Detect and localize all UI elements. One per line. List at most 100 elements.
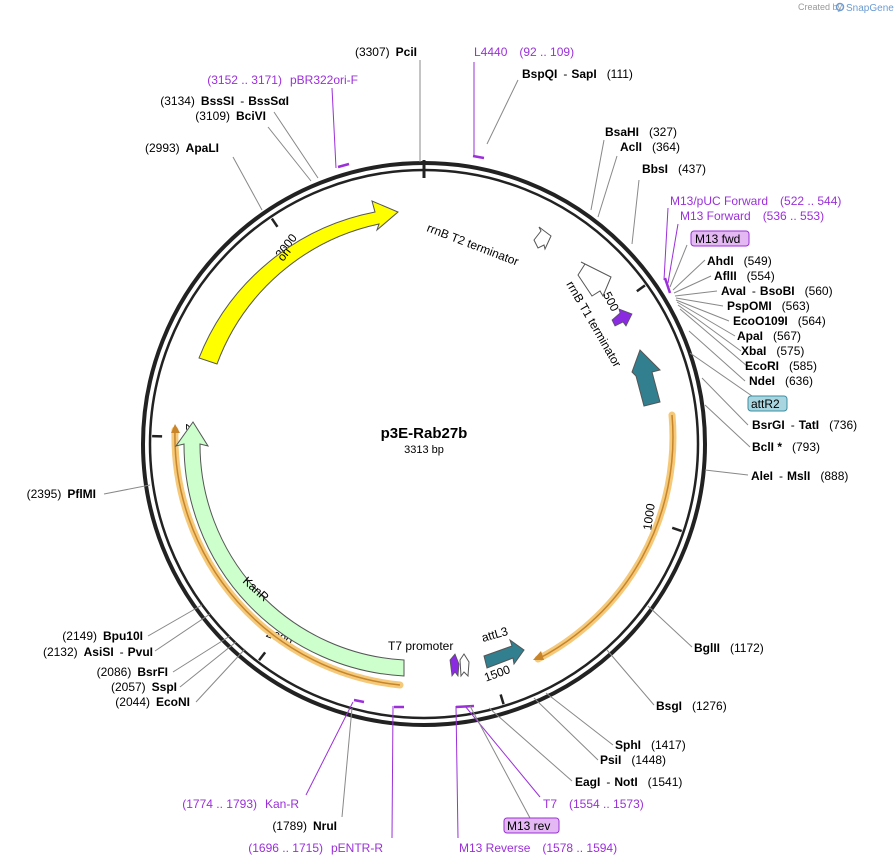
primer-label-t7-primer[interactable]: T7(1554 .. 1573) [543, 797, 644, 811]
feature-rrnb-t2[interactable] [533, 226, 552, 251]
site-label-bsgi[interactable]: BsgI(1276) [656, 699, 727, 713]
leader-eagi [488, 707, 573, 782]
site-label-econi[interactable]: (2044)EcoNI [115, 695, 190, 709]
feature-kanr[interactable] [174, 421, 405, 677]
site-label-bsssi[interactable]: (3134)BssSI-BssSαI [160, 94, 289, 108]
feature-attl3[interactable] [483, 638, 525, 669]
orf-arc-left [174, 429, 401, 686]
leader-m13fwd-box [669, 244, 688, 288]
site-label-asisi[interactable]: (2132)AsiSI-PvuI [43, 645, 153, 659]
site-label-ahdi[interactable]: AhdI(549) [707, 254, 772, 268]
site-label-xbai[interactable]: XbaI(575) [741, 344, 804, 358]
site-label-alei[interactable]: AleI-MslI(888) [751, 469, 848, 483]
leader-bsssi [273, 111, 319, 179]
feature-small-purple-right[interactable] [611, 308, 633, 327]
feature-ori[interactable] [198, 200, 399, 365]
site-label-eco0109i[interactable]: EcoO109I(564) [733, 314, 826, 328]
leader-ecori [679, 308, 748, 367]
primer-label-m13fwd-primer[interactable]: M13 Forward(536 .. 553) [680, 209, 824, 223]
primer-mark-l4440 [472, 154, 485, 160]
site-label-bbsi[interactable]: BbsI(437) [642, 162, 706, 176]
site-label-apai[interactable]: ApaI(567) [737, 329, 801, 343]
site-label-bsrfi[interactable]: (2086)BsrFI [97, 665, 168, 679]
site-label-bsahi[interactable]: BsaHI(327) [605, 125, 677, 139]
boxed-labels: M13 fwd attR2 M13 rev [503, 230, 788, 834]
site-label-bsrgi[interactable]: BsrGI-TatI(736) [752, 418, 857, 432]
feature-rrnb-t2-label: rrnB T2 terminator [425, 221, 521, 269]
tick-mark-2000 [258, 651, 267, 662]
primer-label-m13rev-primer[interactable]: M13 Reverse(1578 .. 1594) [459, 841, 617, 855]
leader-bpu10i [147, 604, 203, 637]
tick-label-1000: 1000 [640, 502, 658, 531]
site-label-psii[interactable]: PsiI(1448) [600, 753, 666, 767]
feature-t7-promoter[interactable] [459, 653, 470, 678]
site-label-ecori[interactable]: EcoRI(585) [745, 359, 817, 373]
site-label-sphi[interactable]: SphI(1417) [615, 738, 686, 752]
m13-rev-box-label: M13 rev [507, 819, 550, 833]
orf-arc-right [537, 414, 674, 660]
feature-attr2[interactable] [631, 349, 661, 407]
site-label-nrui[interactable]: (1789)NruI [272, 819, 337, 833]
site-label-apali[interactable]: (2993)ApaLI [145, 141, 219, 155]
site-label-pcii[interactable]: (3307)PciI [355, 45, 417, 59]
site-labels: (3307)PciI BspQI-SapI(111) BsaHI(327)AclI(… [27, 45, 858, 855]
leader-sspi [179, 641, 237, 688]
primer-mark-m13puc [663, 277, 672, 294]
feature-rrnb-t1[interactable] [577, 261, 612, 298]
site-label-ndei[interactable]: NdeI(636) [749, 374, 813, 388]
site-label-bspqi[interactable]: BspQI-SapI(111) [522, 67, 633, 81]
site-label-acli[interactable]: AclI(364) [620, 140, 680, 154]
leader-apai [676, 301, 736, 337]
m13-fwd-box[interactable] [690, 230, 750, 247]
leader-t7 [464, 705, 541, 798]
leader-econi [195, 648, 246, 703]
leader-asisi [154, 613, 211, 652]
leader-ahdi [672, 259, 706, 291]
leader-bglii [647, 605, 693, 648]
site-label-aflii[interactable]: AflII(554) [714, 269, 775, 283]
leader-pbr322ori [331, 87, 337, 169]
leader-sphi [545, 692, 614, 746]
site-label-eagi[interactable]: EagI-NotI(1541) [575, 775, 682, 789]
leader-avai [674, 290, 718, 297]
leader-aflii [673, 275, 712, 294]
leader-pflmi [103, 484, 151, 495]
leader-ndei [688, 330, 746, 382]
m13-fwd-box-label: M13 fwd [695, 232, 740, 246]
site-label-pspomi[interactable]: PspOMI(563) [727, 299, 810, 313]
leader-bbsi [631, 179, 640, 245]
leader-bspqi [486, 79, 519, 145]
snapgene-logo-icon [835, 2, 845, 12]
leader-m13rev [455, 705, 459, 839]
site-label-avai[interactable]: AvaI-BsoBI(560) [721, 284, 833, 298]
attr2-box[interactable] [747, 395, 788, 412]
feature-attl3-label: attL3 [480, 624, 510, 645]
primer-label-kan-r[interactable]: (1774 .. 1793)Kan-R [182, 797, 299, 811]
leader-acli [597, 155, 618, 218]
tick-mark-1500 [499, 694, 505, 705]
plasmid-name: p3E-Rab27b [381, 425, 468, 442]
plasmid-length: 3313 bp [404, 444, 444, 456]
leader-attr2-box [689, 352, 753, 397]
leader-psii [533, 697, 599, 761]
site-label-bpu10i[interactable]: (2149)Bpu10I [62, 629, 143, 643]
leader-xbai [677, 304, 742, 352]
feature-small-purple-bottom[interactable] [449, 653, 460, 678]
site-label-bglii[interactable]: BglII(1172) [694, 641, 764, 655]
primer-marks [337, 154, 672, 709]
primer-label-pentr-r[interactable]: (1696 .. 1715)pENTR-R [248, 841, 383, 855]
primer-mark-pbr322ori [337, 162, 350, 169]
m13-rev-box[interactable] [503, 817, 560, 834]
site-label-sspi[interactable]: (2057)SspI [111, 680, 177, 694]
site-label-bcivi[interactable]: (3109)BciVI [195, 109, 266, 123]
site-label-bcli[interactable]: BclI *(793) [752, 440, 820, 454]
site-label-pflmi[interactable]: (2395)PflMI [27, 487, 96, 501]
primer-label-pbr322ori[interactable]: (3152 .. 3171)pBR322ori-F [207, 73, 358, 87]
primer-label-l4440[interactable]: L4440(92 .. 109) [474, 45, 574, 59]
leader-bsrgi [701, 377, 749, 426]
leader-apali [232, 156, 263, 211]
primer-label-m13puc[interactable]: M13/pUC Forward(522 .. 544) [670, 194, 841, 208]
leader-bcivi [267, 126, 312, 182]
credit-text: Created by [798, 2, 843, 12]
